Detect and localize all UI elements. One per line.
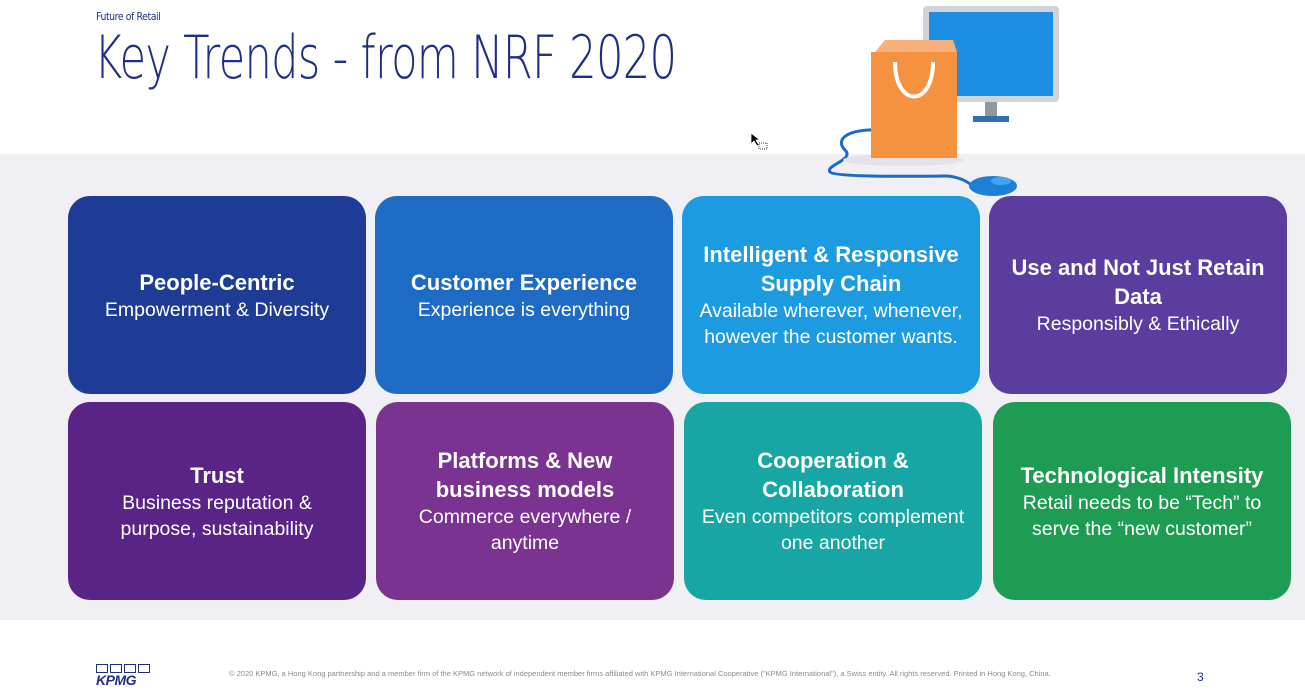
tile-heading: Trust bbox=[190, 462, 244, 488]
tile-heading: Platforms & New business models bbox=[435, 448, 615, 502]
trend-tile-customer-experience: Customer Experience Experience is everyt… bbox=[375, 196, 673, 394]
tile-subtext: Retail needs to be “Tech” to serve the “… bbox=[1022, 491, 1262, 540]
computer-shopping-bag-illustration bbox=[828, 6, 1059, 196]
trend-tile-supply-chain: Intelligent & Responsive Supply Chain Av… bbox=[682, 196, 980, 394]
kpmg-logo-boxes bbox=[96, 664, 150, 673]
tile-heading: Use and Not Just Retain Data bbox=[1011, 255, 1265, 309]
tile-subtext: Commerce everywhere / anytime bbox=[418, 506, 632, 554]
tile-heading: Cooperation & Collaboration bbox=[757, 448, 909, 502]
tile-subtext: Empowerment & Diversity bbox=[104, 298, 330, 321]
trend-tile-platforms: Platforms & New business models Commerce… bbox=[376, 402, 674, 600]
kpmg-logo: KPMG bbox=[96, 664, 150, 692]
slide-title: Key Trends - from NRF 2020 bbox=[94, 23, 677, 93]
tile-subtext: Experience is everything bbox=[417, 298, 631, 321]
page-number: 3 bbox=[1197, 670, 1204, 684]
trend-tile-people-centric: People-Centric Empowerment & Diversity bbox=[68, 196, 366, 394]
mouse-pointer-icon bbox=[750, 132, 768, 150]
trend-tile-data: Use and Not Just Retain Data Responsibly… bbox=[989, 196, 1287, 394]
tile-heading: People-Centric bbox=[139, 269, 295, 295]
kpmg-logo-wordmark: KPMG bbox=[96, 672, 137, 688]
slide-kicker: Future of Retail bbox=[96, 10, 161, 23]
tile-subtext: Even competitors complement one another bbox=[701, 506, 965, 554]
tile-heading: Customer Experience bbox=[410, 269, 638, 295]
trend-tile-trust: Trust Business reputation & purpose, sus… bbox=[68, 402, 366, 600]
tile-subtext: Business reputation & purpose, sustainab… bbox=[120, 491, 314, 540]
trend-tile-technology: Technological Intensity Retail needs to … bbox=[993, 402, 1291, 600]
tile-heading: Technological Intensity bbox=[1020, 462, 1264, 488]
tile-subtext: Available wherever, whenever, however th… bbox=[699, 300, 963, 348]
trend-tile-cooperation: Cooperation & Collaboration Even competi… bbox=[684, 402, 982, 600]
tile-heading: Intelligent & Responsive Supply Chain bbox=[703, 242, 959, 296]
tile-subtext: Responsibly & Ethically bbox=[1036, 313, 1240, 335]
legal-notice: © 2020 KPMG, a Hong Kong partnership and… bbox=[229, 669, 1051, 678]
